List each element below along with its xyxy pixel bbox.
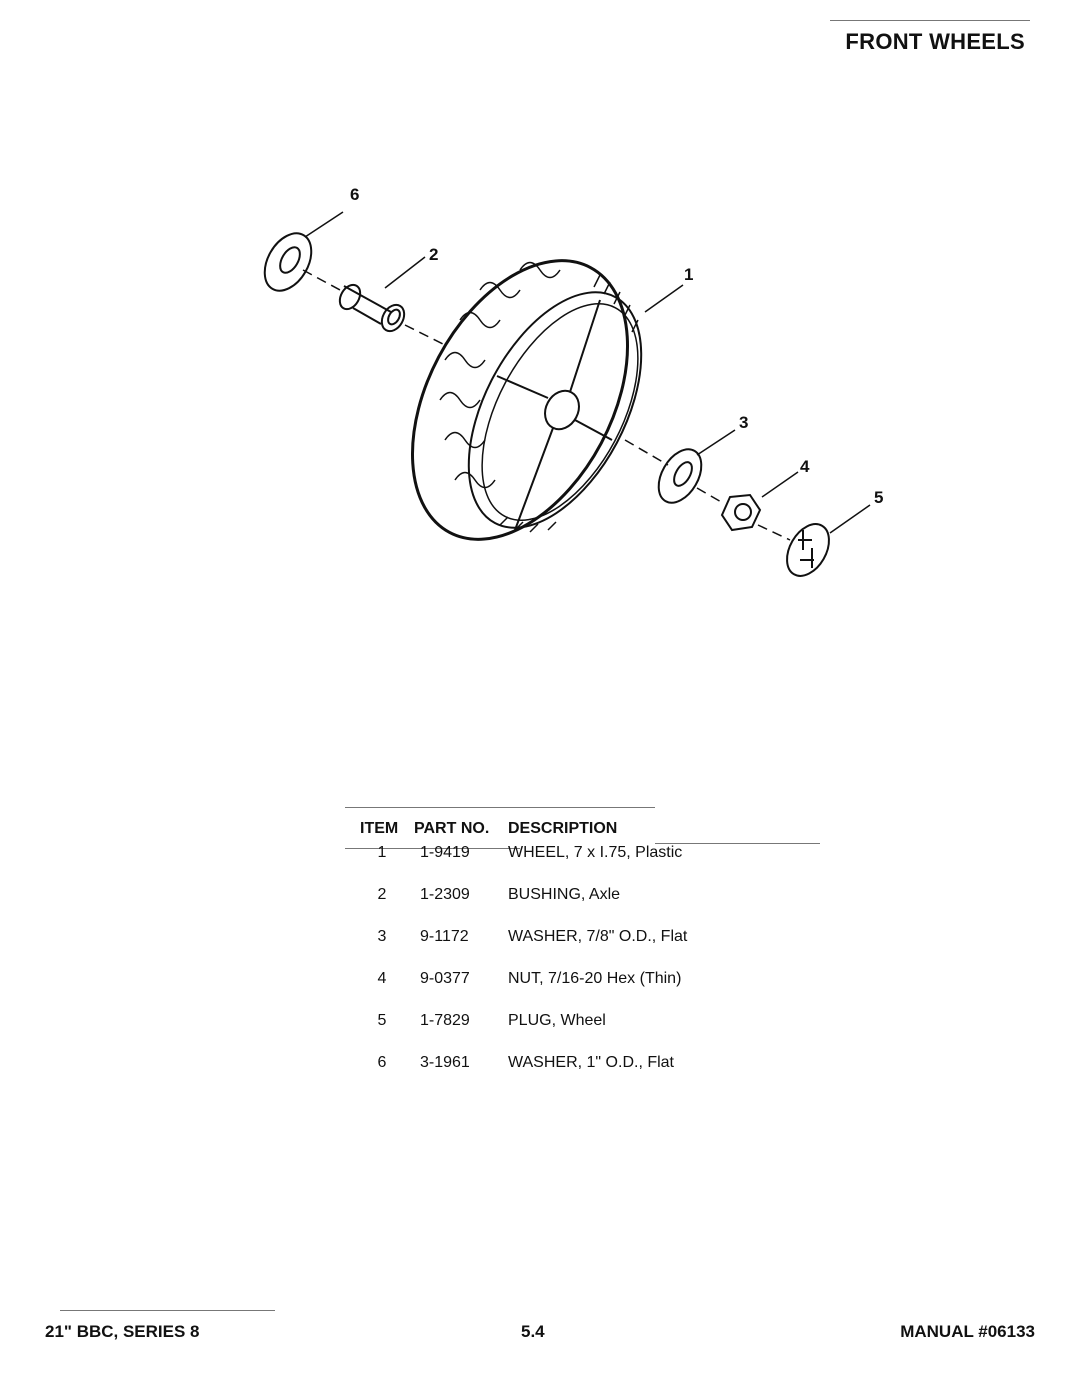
bushing-2-drawing [338, 283, 406, 333]
leader-6 [304, 211, 344, 238]
table-header-rule-right [655, 843, 820, 844]
axis-line [624, 439, 669, 466]
table-row: 5 1-7829 PLUG, Wheel [360, 1012, 687, 1054]
washer-6-drawing [263, 232, 313, 292]
column-header-part-no: PART NO. [414, 820, 490, 837]
table-row: 6 3-1961 WASHER, 1" O.D., Flat [360, 1054, 687, 1096]
plug-5-drawing [786, 523, 830, 577]
callout-4: 4 [800, 457, 810, 476]
parts-table: ITEM PART NO. DESCRIPTION 1 1-9419 WHEEL, … [360, 820, 687, 1096]
axis-line [757, 524, 791, 541]
page-title: FRONT WHEELS [845, 29, 1025, 54]
part-number: 3-1961 [420, 1054, 470, 1071]
item-number: 1 [377, 844, 387, 861]
part-number: 1-2309 [420, 886, 470, 903]
part-number: 9-1172 [420, 928, 469, 945]
part-description: WASHER, 1" O.D., Flat [508, 1054, 674, 1071]
part-description: PLUG, Wheel [508, 1012, 606, 1029]
part-number: 1-9419 [420, 844, 470, 861]
table-header-rule [345, 848, 520, 849]
column-header-description: DESCRIPTION [508, 820, 618, 837]
item-number: 5 [377, 1012, 387, 1029]
leader-2 [384, 256, 426, 289]
item-number: 6 [377, 1054, 387, 1071]
item-number: 4 [377, 970, 387, 987]
footer-rule-left [60, 1310, 275, 1311]
footer-page-number: 5.4 [521, 1322, 545, 1341]
part-number: 9-0377 [420, 970, 470, 987]
table-row: 2 1-2309 BUSHING, Axle [360, 886, 687, 928]
axis-line [696, 487, 724, 504]
table-row: 4 9-0377 NUT, 7/16-20 Hex (Thin) [360, 970, 687, 1012]
item-number: 2 [377, 886, 387, 903]
table-row: 1 1-9419 WHEEL, 7 x I.75, Plastic [360, 844, 687, 886]
part-description: NUT, 7/16-20 Hex (Thin) [508, 970, 682, 987]
footer-manual-number: MANUAL #06133 [900, 1322, 1035, 1341]
callout-5: 5 [874, 488, 883, 507]
table-row: 3 9-1172 WASHER, 7/8" O.D., Flat [360, 928, 688, 970]
title-rule [830, 20, 1030, 21]
wheel-1-drawing [410, 259, 643, 541]
part-number: 1-7829 [420, 1012, 470, 1029]
callout-1: 1 [684, 265, 693, 284]
part-description: BUSHING, Axle [508, 886, 621, 903]
axis-line [302, 269, 341, 291]
leader-4 [761, 471, 799, 498]
axis-line [404, 324, 446, 346]
nut-4-drawing [720, 493, 762, 532]
part-description: WHEEL, 7 x I.75, Plastic [508, 844, 683, 861]
callout-2: 2 [429, 245, 438, 264]
leader-3 [696, 429, 736, 456]
part-description: WASHER, 7/8" O.D., Flat [508, 928, 688, 945]
callout-3: 3 [739, 413, 748, 432]
leader-5 [829, 504, 871, 534]
table-header-row: ITEM PART NO. DESCRIPTION [360, 820, 687, 844]
washer-3-drawing [657, 448, 703, 504]
leader-1 [644, 284, 684, 313]
table-top-rule [345, 807, 655, 808]
column-header-item: ITEM [360, 820, 399, 837]
callout-6: 6 [350, 185, 359, 204]
exploded-parts-diagram: 6 2 1 3 4 5 [263, 185, 883, 577]
item-number: 3 [377, 928, 387, 945]
footer-model: 21" BBC, SERIES 8 [45, 1322, 200, 1341]
